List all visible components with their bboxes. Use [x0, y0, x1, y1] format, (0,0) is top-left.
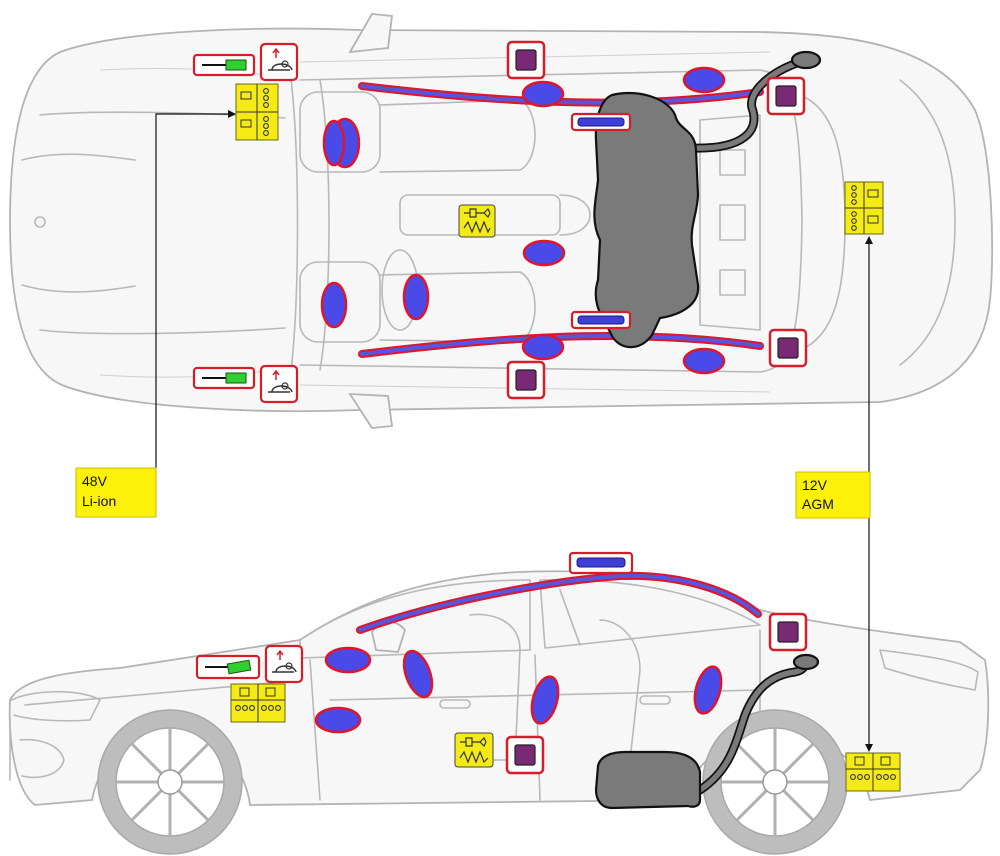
top-hood-components — [192, 42, 299, 404]
top-crash-sensors — [506, 40, 808, 400]
side-tube-generator — [568, 551, 634, 575]
crash-sensor-icon — [514, 744, 536, 766]
crash-sensor-icon — [777, 337, 799, 359]
fuel-filler-cap — [790, 50, 822, 70]
seatbelt-pretensioner-icon — [454, 732, 494, 768]
label-12v-line1: 12V — [802, 477, 828, 493]
hood-lifter-icon — [272, 649, 297, 673]
label-12v-agm: 12V AGM — [795, 471, 871, 519]
gas-generator-icon — [577, 315, 625, 325]
airbag-icon — [521, 80, 565, 108]
side-view — [8, 570, 990, 855]
top-fuel-system — [593, 50, 822, 349]
airbag-icon — [324, 646, 372, 674]
top-tube-generators — [570, 112, 632, 330]
label-48v-line2: Li-ion — [82, 493, 116, 509]
leader-lines — [155, 110, 873, 752]
side-hood-components — [195, 644, 304, 684]
label-48v-liion: 48V Li-ion — [75, 467, 157, 518]
crash-sensor-icon — [515, 49, 537, 71]
fuel-tank-icon — [593, 91, 700, 349]
label-48v-line1: 48V — [82, 473, 108, 489]
front-wheel — [97, 709, 243, 855]
side-pretensioner — [454, 732, 494, 768]
airbag-icon — [693, 665, 723, 715]
hood-lifter-icon — [268, 369, 293, 393]
top-left-mirror — [348, 13, 394, 54]
top-48v-battery — [235, 83, 279, 141]
top-right-mirror — [348, 393, 394, 429]
gas-generator-icon — [226, 659, 252, 675]
front-left-seat — [299, 91, 381, 173]
side-fuel-system — [594, 653, 820, 810]
rear-wheel — [702, 709, 848, 855]
crash-sensor-icon — [775, 85, 797, 107]
front-right-seat — [299, 261, 381, 343]
side-airbags — [314, 646, 723, 734]
gas-generator-icon — [576, 557, 626, 568]
gas-generator-icon — [225, 59, 247, 71]
airbag-icon — [402, 273, 430, 321]
gas-generator-icon — [225, 372, 247, 384]
airbag-icon — [402, 649, 434, 699]
airbag-icon — [314, 706, 362, 734]
airbag-icon — [521, 333, 565, 361]
gas-generator-icon — [577, 117, 625, 127]
airbag-icon — [682, 66, 726, 94]
hood-lifter-icon — [268, 47, 293, 71]
side-curtain-airbag — [356, 571, 762, 634]
top-pretensioner — [458, 204, 496, 238]
label-12v-line2: AGM — [802, 496, 834, 512]
crash-sensor-icon — [777, 621, 799, 643]
airbag-icon — [320, 281, 348, 329]
side-12v-battery — [845, 752, 901, 792]
airbag-icon — [322, 119, 346, 167]
airbag-icon — [682, 347, 726, 375]
fuel-tank-icon — [594, 750, 702, 810]
top-12v-battery — [844, 181, 884, 235]
crash-sensor-icon — [515, 369, 537, 391]
top-airbags — [320, 66, 726, 375]
side-48v-battery — [230, 683, 286, 723]
seatbelt-pretensioner-icon — [458, 204, 496, 238]
side-crash-sensors — [505, 612, 808, 775]
airbag-icon — [530, 675, 560, 725]
airbag-icon — [522, 239, 566, 267]
curtain-airbag-icon — [358, 573, 760, 632]
